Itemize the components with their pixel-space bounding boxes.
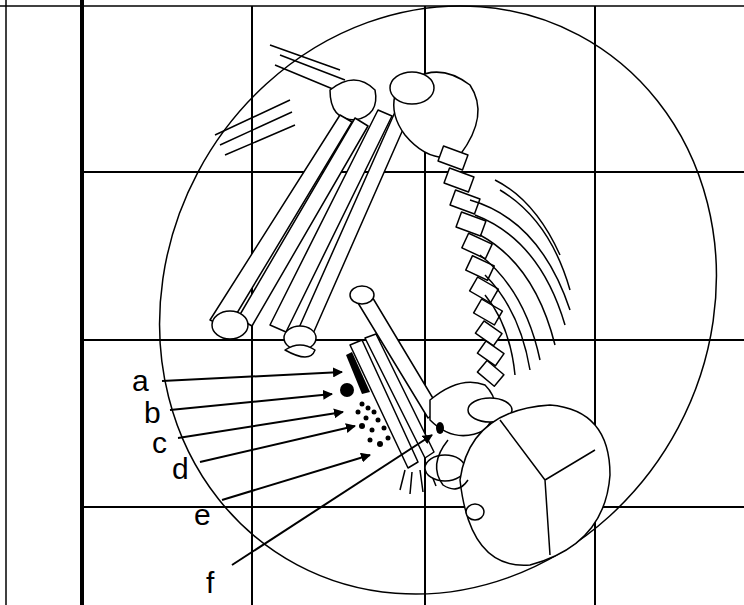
callout-letter: d <box>172 454 189 484</box>
grave-outline <box>57 0 744 605</box>
callout-letter: a <box>132 366 149 396</box>
skeleton <box>210 45 610 565</box>
callout-letter: c <box>152 428 167 458</box>
callout-letter: e <box>194 500 211 530</box>
grave-goods <box>340 352 444 447</box>
leader-arrows <box>162 372 432 565</box>
callout-letter: b <box>144 398 161 428</box>
callout-letter: f <box>206 568 214 598</box>
